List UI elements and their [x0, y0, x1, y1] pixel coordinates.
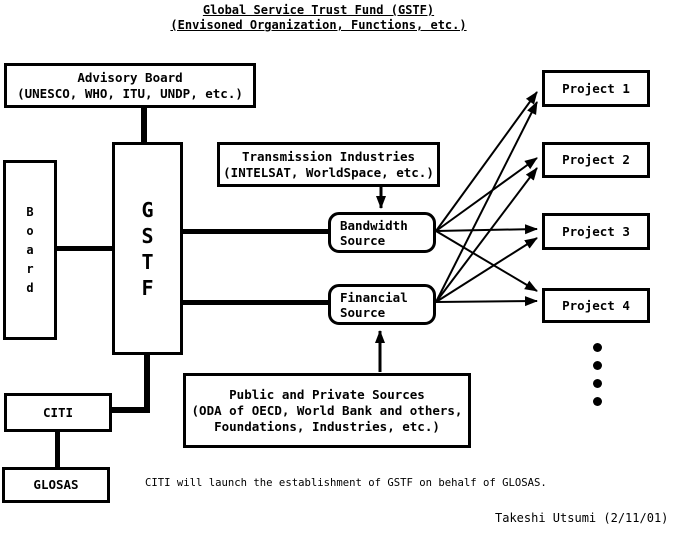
bandwidth-source-line1: Bandwidth [340, 217, 408, 233]
project-4-box: Project 4 [542, 288, 650, 323]
glosas-box: GLOSAS [2, 467, 110, 503]
gstf-box: G S T F [112, 142, 183, 355]
more-projects-dot [593, 343, 602, 352]
project-4-label: Project 4 [562, 297, 630, 313]
arrow-financial-to-project3 [435, 237, 538, 303]
glosas-label: GLOSAS [33, 477, 79, 492]
board-letter: r [26, 261, 34, 276]
financial-source-line2: Source [340, 304, 386, 320]
connector-citi-to-gstf [109, 407, 150, 413]
title-line-1: Global Service Trust Fund (GSTF) [202, 3, 435, 17]
arrow-financial-to-project1 [435, 101, 538, 303]
board-letter: o [26, 223, 34, 238]
advisory-board-box: Advisory Board (UNESCO, WHO, ITU, UNDP, … [4, 63, 256, 108]
transmission-title: Transmission Industries [241, 148, 416, 164]
transmission-members: (INTELSAT, WorldSpace, etc.) [223, 164, 434, 180]
gstf-letter: G [141, 197, 154, 222]
advisory-board-title: Advisory Board [77, 69, 183, 85]
citi-box: CITI [4, 393, 112, 432]
project-2-label: Project 2 [562, 152, 630, 167]
connector-gstf-to-financial [181, 300, 330, 305]
advisory-board-members: (UNESCO, WHO, ITU, UNDP, etc.) [17, 85, 243, 101]
board-letter: a [26, 242, 34, 257]
more-projects-dot [593, 379, 602, 388]
diagram-title: Global Service Trust Fund (GSTF) (Enviso… [0, 3, 637, 33]
board-letter: B [26, 204, 34, 219]
arrow-bandwidth-to-project1 [435, 91, 538, 232]
more-projects-dot [593, 361, 602, 370]
connector-board-to-gstf [54, 246, 114, 251]
project-1-label: Project 1 [562, 80, 630, 96]
board-letter: d [26, 280, 34, 295]
bandwidth-source-line2: Source [340, 232, 386, 248]
connector-citi-to-glosas [55, 429, 60, 468]
public-private-sources-box: Public and Private Sources (ODA of OECD,… [183, 373, 471, 448]
footnote-text: CITI will launch the establishment of GS… [145, 477, 547, 489]
arrow-bandwidth-to-project3 [435, 224, 538, 235]
financial-source-box: Financial Source [328, 284, 436, 325]
public-private-line3: Foundations, Industries, etc.) [214, 418, 440, 434]
transmission-industries-box: Transmission Industries (INTELSAT, World… [217, 142, 440, 187]
arrow-financial-to-project2 [435, 167, 538, 303]
more-projects-dot [593, 397, 602, 406]
signature-text: Takeshi Utsumi (2/11/01) [495, 511, 669, 525]
project-3-box: Project 3 [542, 213, 650, 250]
arrow-financial-to-project4 [435, 296, 538, 307]
gstf-letter: F [141, 275, 154, 300]
connector-gstf-to-bandwidth [181, 229, 330, 234]
project-1-box: Project 1 [542, 70, 650, 107]
project-3-label: Project 3 [562, 223, 630, 239]
title-line-2: (Envisoned Organization, Functions, etc.… [170, 18, 467, 32]
gstf-letter: S [141, 223, 154, 248]
public-private-line2: (ODA of OECD, World Bank and others, [191, 402, 463, 418]
financial-source-line1: Financial [340, 289, 408, 305]
gstf-letter: T [141, 249, 154, 274]
arrow-bandwidth-to-project2 [435, 157, 538, 232]
arrow-bandwidth-to-project4 [435, 230, 538, 292]
board-box: B o a r d [3, 160, 57, 340]
citi-label: CITI [42, 404, 74, 420]
project-2-box: Project 2 [542, 142, 650, 178]
connector-gstf-down [144, 353, 150, 412]
bandwidth-source-box: Bandwidth Source [328, 212, 436, 253]
public-private-line1: Public and Private Sources [229, 386, 425, 402]
connector-advisory-to-gstf [141, 106, 147, 146]
